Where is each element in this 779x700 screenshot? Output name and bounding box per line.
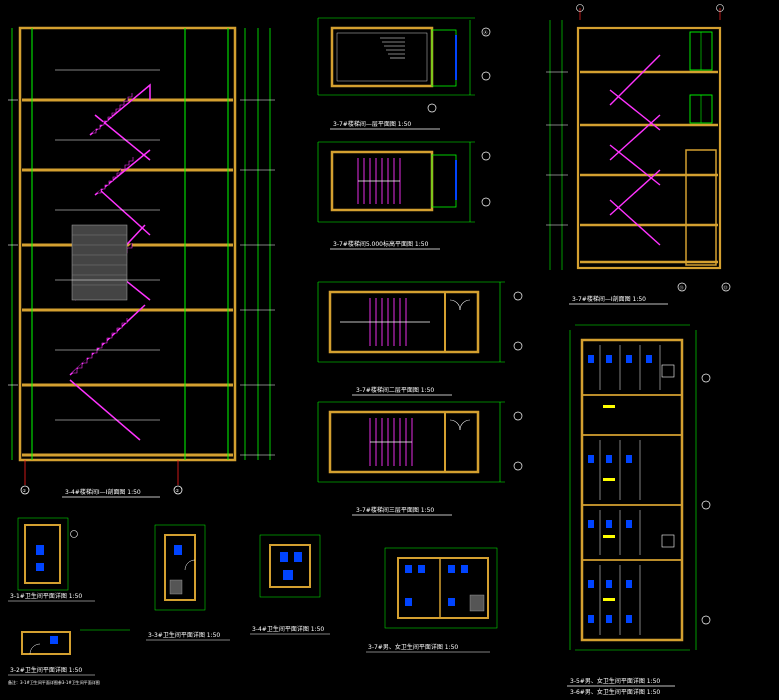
title-plan-c: 3-7#楼梯间二层平面图 1:50 <box>356 386 434 394</box>
axis-tag-right-left: ⑪ <box>680 284 684 290</box>
title-toilet-2: 3-2#卫生间平面详图 1:50 <box>10 666 82 674</box>
stair-plan-c: 3-7#楼梯间二层平面图 1:50 <box>317 281 523 396</box>
right-section-outline <box>576 26 722 270</box>
axis-tag-right-right: ⑫ <box>724 284 728 290</box>
plan-d-walls <box>328 410 480 474</box>
title-section-right: 3-7#楼梯间—I剖面图 1:50 <box>572 295 646 303</box>
landing-hatch <box>72 234 127 286</box>
title-toilet-4: 3-4#卫生间平面详图 1:50 <box>252 625 324 633</box>
dimension-ticks <box>8 99 275 456</box>
toilet-plan-2: 3-2#卫生间平面详图 1:50 备注：3-1#卫生间平面详图参3-1#卫生间平… <box>8 629 130 685</box>
title-section-main: 3-4#楼梯间I—I剖面图 1:50 <box>65 488 141 496</box>
floor-slabs <box>22 98 233 457</box>
main-stair-section: ① ② 3-4#楼梯间I—I剖面图 1:50 <box>8 26 275 498</box>
axis-tag-main-right: ② <box>176 488 180 493</box>
title-plan-a: 3-7#楼梯间—层平面图 1:50 <box>333 120 411 128</box>
axis-bubble-right <box>173 485 183 495</box>
section-outline <box>18 26 237 462</box>
right-stair-section: ⑪ ⑫ 3-7#楼梯间—I剖面图 1:50 <box>546 4 731 305</box>
footnote: 备注：3-1#卫生间平面详图参3-1#卫生间平面详图 <box>8 679 100 685</box>
stair-plan-a: Ⓐ 3-7#楼梯间—层平面图 1:50 <box>317 17 491 130</box>
axis-tag-plan-a: Ⓐ <box>484 29 488 35</box>
toilet-plan-1: 3-1#卫生间平面详图 1:50 <box>8 517 95 602</box>
hatched-landing <box>71 224 128 301</box>
plan-a-walls <box>330 26 434 88</box>
stair-plan-d: 3-7#楼梯间三层平面图 1:50 <box>317 401 523 516</box>
axis-bubble-left <box>20 485 30 495</box>
toilet-plan-large: 3-5#男、女卫生间平面详图 1:50 3-6#男、女卫生间平面详图 1:50 <box>567 324 711 696</box>
plan-c-walls <box>328 290 480 354</box>
title-toilet-3: 3-3#卫生间平面详图 1:50 <box>148 631 220 639</box>
stair-plan-b: 3-7#楼梯间5.000标高平面图 1:50 <box>317 141 491 250</box>
title-toilet-1: 3-1#卫生间平面详图 1:50 <box>10 592 82 600</box>
title-plan-d: 3-7#楼梯间三层平面图 1:50 <box>356 506 434 514</box>
handrails <box>55 69 160 421</box>
column-lines <box>31 28 229 460</box>
title-plan-b: 3-7#楼梯间5.000标高平面图 1:50 <box>333 240 429 248</box>
toilet-fixtures <box>588 355 652 623</box>
title-toilet-6b: 3-6#男、女卫生间平面详图 1:50 <box>570 688 660 696</box>
toilet-large-walls <box>580 338 684 642</box>
toilet-plan-5: 3-7#男、女卫生间平面详图 1:50 <box>366 547 498 653</box>
title-toilet-5: 3-7#男、女卫生间平面详图 1:50 <box>368 643 458 651</box>
title-toilet-6a: 3-5#男、女卫生间平面详图 1:50 <box>570 677 660 685</box>
axis-tag-main-left: ① <box>23 488 27 493</box>
toilet-plan-3: 3-3#卫生间平面详图 1:50 <box>146 524 230 641</box>
toilet-plan-4: 3-4#卫生间平面详图 1:50 <box>250 534 330 635</box>
